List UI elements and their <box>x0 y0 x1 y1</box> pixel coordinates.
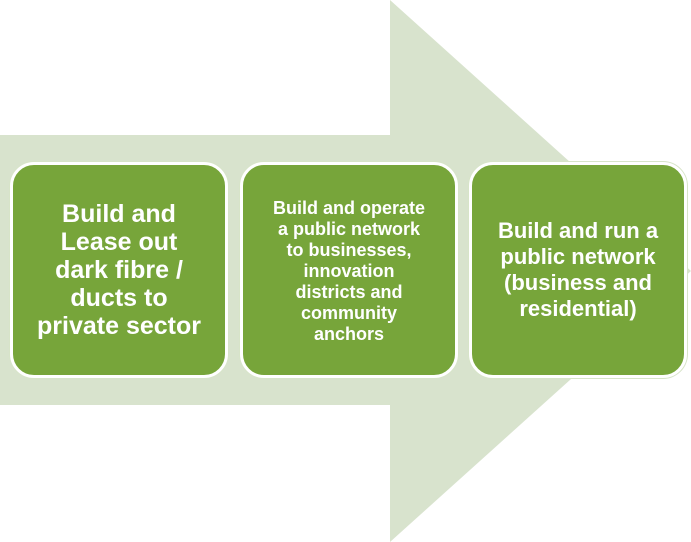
step-box-label: Build and operate a public network to bu… <box>272 198 425 344</box>
step-box-label: Build and run a public network (business… <box>497 218 659 321</box>
step-box-label: Build and Lease out dark fibre / ducts t… <box>37 200 201 340</box>
step-box-run-public-network: Build and run a public network (business… <box>469 162 687 378</box>
step-box-lease-dark-fibre: Build and Lease out dark fibre / ducts t… <box>10 162 228 378</box>
step-box-operate-public-network: Build and operate a public network to bu… <box>240 162 458 378</box>
